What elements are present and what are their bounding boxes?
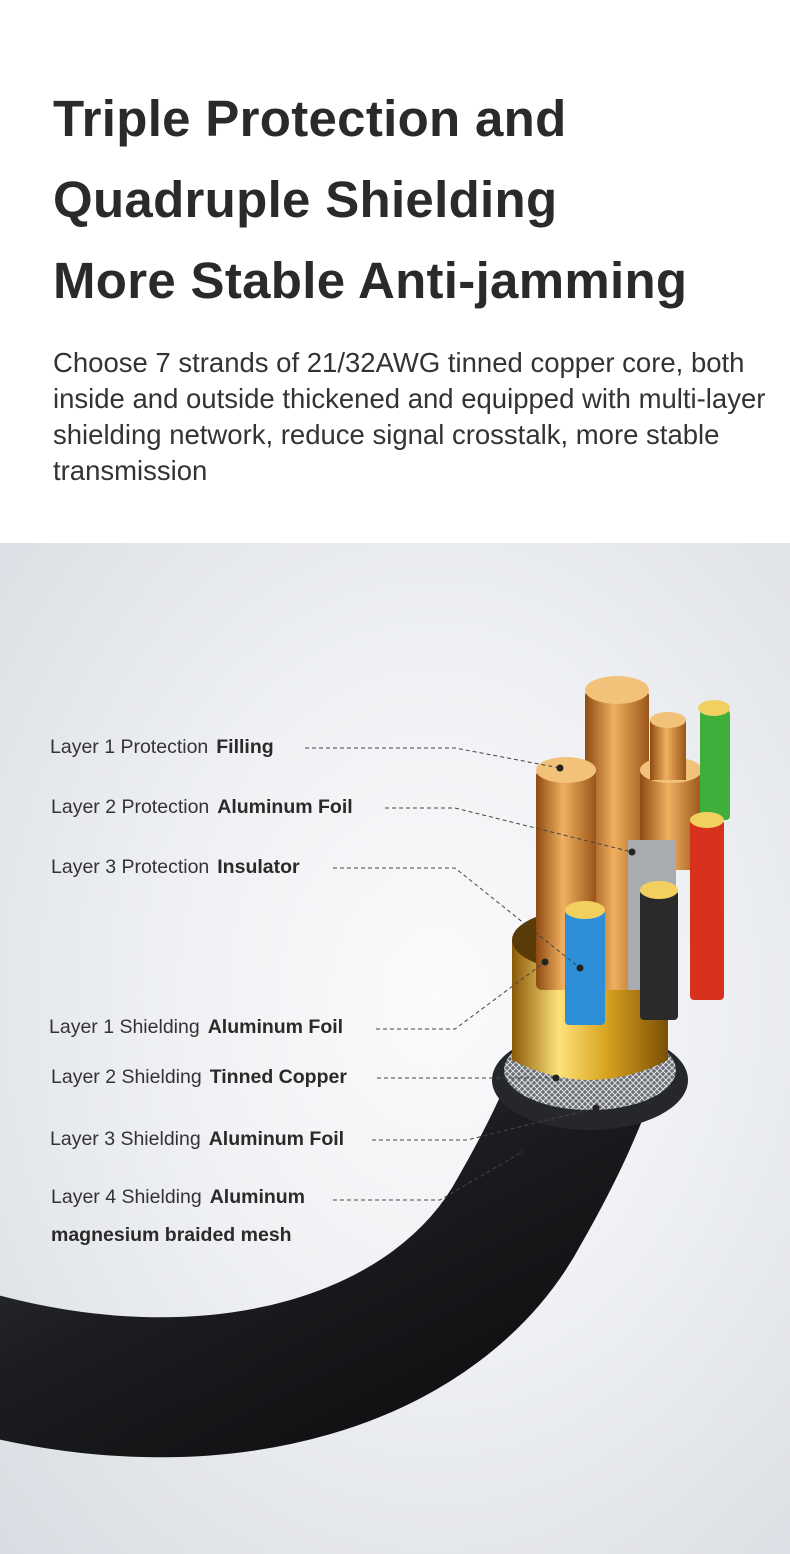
header-section: Triple Protection and Quadruple Shieldin…: [0, 0, 790, 543]
green-wire: [700, 710, 730, 820]
page-title: Triple Protection and Quadruple Shieldin…: [53, 78, 687, 321]
leader-line-protection-foil: [385, 807, 633, 853]
title-line-3: More Stable Anti-jamming: [53, 252, 688, 309]
marker-dots: [518, 764, 636, 1156]
title-line-1: Triple Protection and: [53, 90, 567, 147]
leader-line-shield-1: [376, 961, 546, 1030]
red-wire: [690, 820, 724, 1000]
label-shielding-4-line2: magnesium braided mesh: [51, 1224, 292, 1246]
description: Choose 7 strands of 21/32AWG tinned copp…: [53, 347, 766, 486]
title-line-2: Quadruple Shielding: [53, 171, 558, 228]
leader-line-filling: [305, 747, 561, 769]
black-wire: [640, 890, 678, 1020]
leader-line-insulator: [333, 867, 581, 969]
blue-wire: [565, 910, 605, 1025]
leader-line-shield-4: [333, 1151, 523, 1201]
leader-line-shield-3: [372, 1107, 597, 1141]
